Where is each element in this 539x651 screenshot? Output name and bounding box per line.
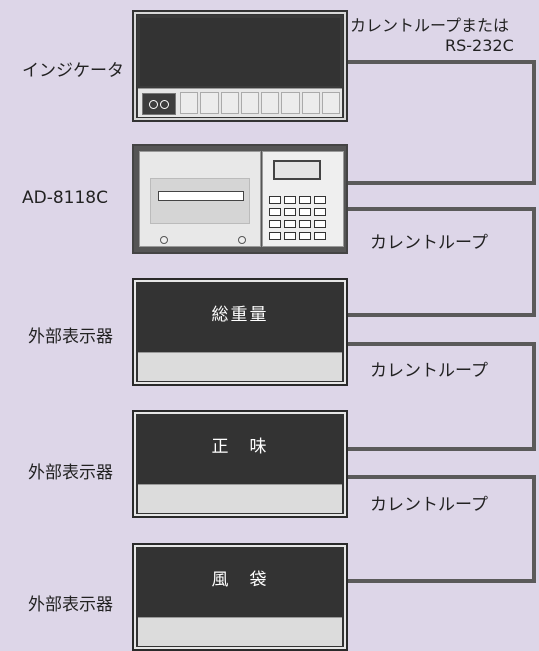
printer-device	[132, 144, 348, 254]
ext-display-2-label: 外部表示器	[28, 463, 113, 483]
indicator-key	[220, 92, 239, 114]
printer-button	[299, 208, 311, 216]
wire-right-vertical-2	[532, 207, 536, 317]
connection-label-loop-1: カレントループ	[370, 233, 488, 253]
printer-label: AD-8118C	[22, 188, 108, 208]
wire-indicator-h	[344, 60, 536, 64]
printer-button	[269, 196, 281, 204]
printer-lcd	[273, 160, 321, 180]
ext-display-2-panel	[138, 484, 342, 513]
connection-label-loop-2: カレントループ	[370, 361, 488, 381]
wire-right-vertical-1	[532, 60, 536, 185]
indicator-key	[281, 92, 300, 114]
wire-printer-bottom-h	[344, 207, 536, 211]
indicator-device	[132, 10, 348, 122]
ext-display-3-label: 外部表示器	[28, 595, 113, 615]
wire-right-vertical-4	[532, 475, 536, 583]
connection-label-loop-3: カレントループ	[370, 495, 488, 515]
ext-display-1-label: 外部表示器	[28, 327, 113, 347]
indicator-knob-icon	[149, 100, 158, 109]
ext-display-1-panel	[138, 352, 342, 381]
indicator-key	[180, 92, 199, 114]
indicator-panel	[138, 88, 342, 117]
printer-paper-area	[150, 178, 250, 224]
ext-display-1: 総重量	[132, 278, 348, 386]
printer-button	[269, 232, 281, 240]
printer-button	[299, 232, 311, 240]
printer-screw-icon	[160, 236, 168, 244]
indicator-key	[200, 92, 219, 114]
printer-button	[269, 220, 281, 228]
ext-display-3: 風 袋	[132, 543, 348, 651]
printer-button	[284, 196, 296, 204]
printer-keypad	[262, 151, 344, 247]
indicator-screen	[140, 18, 340, 86]
printer-front-panel	[139, 151, 261, 247]
printer-button	[299, 196, 311, 204]
ext-display-3-panel	[138, 617, 342, 646]
printer-button	[314, 232, 326, 240]
printer-button-grid	[269, 196, 326, 240]
indicator-key	[321, 92, 340, 114]
printer-button	[314, 196, 326, 204]
printer-button	[299, 220, 311, 228]
indicator-keys	[180, 92, 340, 114]
indicator-key	[240, 92, 259, 114]
indicator-knob-box	[142, 93, 176, 115]
wire-ext2-bottom-h	[344, 475, 536, 479]
wire-right-vertical-3	[532, 342, 536, 451]
indicator-key	[301, 92, 320, 114]
wire-ext1-top-h	[344, 313, 536, 317]
indicator-label: インジケータ	[22, 61, 124, 81]
ext-display-2: 正 味	[132, 410, 348, 518]
printer-button	[284, 208, 296, 216]
wire-ext2-top-h	[344, 447, 536, 451]
connection-label-top-2: RS-232C	[445, 36, 514, 55]
printer-paper-slot	[158, 191, 244, 201]
wire-ext1-bottom-h	[344, 342, 536, 346]
indicator-key	[261, 92, 280, 114]
ext-display-3-title: 風 袋	[211, 570, 269, 590]
printer-button	[314, 208, 326, 216]
ext-display-1-title: 総重量	[211, 305, 269, 325]
printer-button	[269, 208, 281, 216]
indicator-knob-icon	[160, 100, 169, 109]
printer-button	[284, 232, 296, 240]
wire-ext3-top-h	[344, 579, 536, 583]
printer-screw-icon	[238, 236, 246, 244]
wire-printer-top-h	[344, 181, 536, 185]
ext-display-2-title: 正 味	[211, 437, 269, 457]
printer-button	[284, 220, 296, 228]
printer-button	[314, 220, 326, 228]
connection-label-top-1: カレントループまたは	[350, 16, 510, 35]
